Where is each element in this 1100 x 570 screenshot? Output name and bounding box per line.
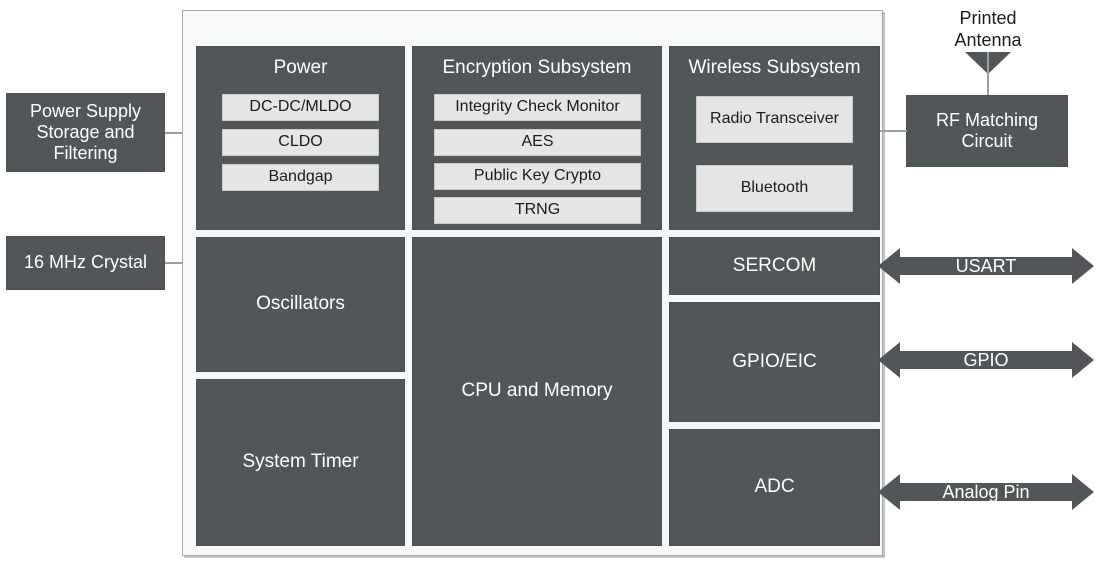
radio-transceiver-label: Radio Transceiver: [710, 110, 839, 128]
block-bandgap: Bandgap: [222, 164, 379, 191]
gpio-arrow-icon: [878, 342, 1094, 378]
bandgap-label: Bandgap: [268, 168, 333, 186]
block-bluetooth: Bluetooth: [696, 165, 853, 212]
public-key-crypto-label: Public Key Crypto: [473, 167, 602, 185]
cldo-label: CLDO: [278, 133, 323, 151]
group-wireless-title: Wireless Subsystem: [688, 57, 861, 78]
power-supply-label: Power Supply Storage and Filtering: [29, 100, 142, 164]
wire-wireless-to-rf-matching: [880, 130, 907, 132]
wire-antenna-to-rf-matching: [987, 52, 989, 95]
usart-label: USART: [955, 255, 1017, 276]
external-block-power-supply: Power Supply Storage and Filtering: [6, 93, 165, 172]
sercom-label: SERCOM: [732, 254, 817, 276]
block-trng: TRNG: [434, 197, 641, 224]
trng-label: TRNG: [514, 201, 561, 219]
group-power-title: Power: [273, 57, 328, 78]
crystal-label: 16 MHz Crystal: [23, 252, 148, 273]
block-radio-transceiver: Radio Transceiver: [696, 96, 853, 143]
system-timer-label: System Timer: [242, 451, 359, 473]
block-adc: ADC: [669, 429, 880, 546]
dc-dc-mldo-label: DC-DC/MLDO: [249, 98, 352, 116]
block-aes: AES: [434, 129, 641, 156]
oscillators-label: Oscillators: [256, 293, 345, 315]
block-oscillators: Oscillators: [196, 237, 405, 372]
cpu-and-memory-label: CPU and Memory: [461, 380, 613, 402]
analog-pin-label: Analog Pin: [942, 481, 1030, 502]
adc-label: ADC: [754, 476, 795, 498]
gpio-eic-label: GPIO/EIC: [732, 350, 817, 372]
block-integrity-check-monitor: Integrity Check Monitor: [434, 94, 641, 121]
block-cldo: CLDO: [222, 129, 379, 156]
block-gpio-eic: GPIO/EIC: [669, 302, 880, 422]
usart-arrow-icon: [878, 248, 1094, 284]
aes-label: AES: [521, 133, 554, 151]
io-arrow-usart: USART: [878, 242, 1094, 290]
block-public-key-crypto: Public Key Crypto: [434, 163, 641, 190]
block-cpu-and-memory: CPU and Memory: [412, 237, 662, 546]
block-system-timer: System Timer: [196, 379, 405, 546]
analog-pin-arrow-icon: [878, 474, 1094, 510]
external-block-rf-matching-circuit: RF Matching Circuit: [906, 95, 1068, 167]
integrity-check-monitor-label: Integrity Check Monitor: [455, 98, 620, 116]
group-encryption-title: Encryption Subsystem: [442, 57, 632, 78]
rf-matching-circuit-label: RF Matching Circuit: [935, 109, 1039, 151]
block-dc-dc-mldo: DC-DC/MLDO: [222, 94, 379, 121]
block-sercom: SERCOM: [669, 237, 880, 295]
io-arrow-analog-pin: Analog Pin: [878, 468, 1094, 516]
printed-antenna-label: Printed Antenna: [954, 8, 1022, 50]
io-arrow-gpio: GPIO: [878, 336, 1094, 384]
bluetooth-label: Bluetooth: [740, 179, 809, 197]
external-block-crystal: 16 MHz Crystal: [6, 236, 165, 290]
gpio-label: GPIO: [963, 349, 1009, 370]
